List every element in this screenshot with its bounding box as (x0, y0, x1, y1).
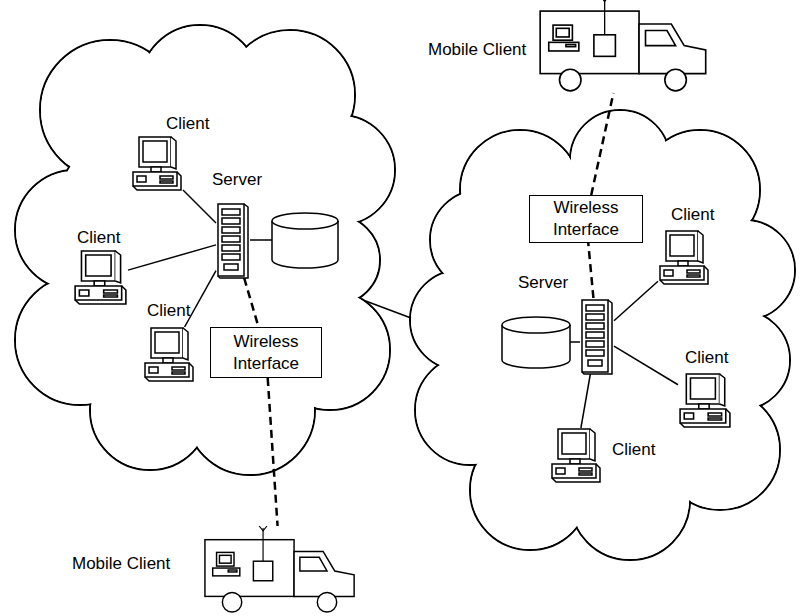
wireless-link (588, 243, 593, 298)
server-tower-icon (580, 298, 614, 374)
server-node: Server (216, 202, 250, 278)
right-cloud (410, 110, 795, 560)
truck-icon (538, 0, 710, 93)
node-label: Client (147, 301, 190, 321)
wired-link (614, 346, 678, 385)
node-label: Server (212, 170, 262, 190)
computer-icon (143, 327, 195, 383)
computer-icon (550, 428, 602, 484)
computer-icon (73, 250, 128, 306)
client-node: Client (550, 428, 602, 484)
wireless-link (244, 278, 258, 327)
node-label: Server (518, 273, 568, 293)
database-cylinder (272, 213, 338, 268)
client-node: Client (678, 373, 732, 429)
db-link (250, 239, 272, 241)
wired-link (581, 374, 590, 428)
interface-box: Wireless Interface (529, 195, 643, 243)
wired-link (183, 190, 216, 223)
computer-icon (658, 230, 710, 286)
box-label: Wireless Interface (530, 197, 642, 241)
computer-icon (678, 373, 732, 429)
server-tower-icon (216, 202, 250, 278)
node-label: Mobile Client (428, 40, 526, 60)
wireless-link (268, 378, 278, 526)
mobile-client-node: Mobile Client (203, 526, 358, 614)
node-label: Client (685, 348, 728, 368)
box-label: Wireless Interface (211, 331, 321, 375)
node-label: Client (166, 114, 209, 134)
db-link (570, 341, 580, 343)
truck-icon (203, 526, 358, 614)
cloud-link (363, 300, 411, 318)
mobile-client-node: Mobile Client (538, 0, 710, 93)
database-cylinder (502, 317, 570, 368)
wired-link (128, 245, 216, 270)
server-node: Server (580, 298, 614, 374)
right-cloud-fill (411, 111, 794, 559)
wired-link (614, 281, 658, 320)
left-cloud (15, 25, 395, 475)
computer-icon (131, 136, 183, 192)
node-label: Client (77, 228, 120, 248)
client-node: Client (131, 136, 183, 192)
node-label: Client (671, 205, 714, 225)
left-cloud-fill (16, 26, 394, 474)
client-node: Client (658, 230, 710, 286)
wireless-link (591, 93, 613, 195)
client-node: Client (73, 250, 128, 306)
node-label: Mobile Client (72, 554, 170, 574)
client-node: Client (143, 327, 195, 383)
node-label: Client (612, 440, 655, 460)
interface-box: Wireless Interface (210, 327, 322, 378)
